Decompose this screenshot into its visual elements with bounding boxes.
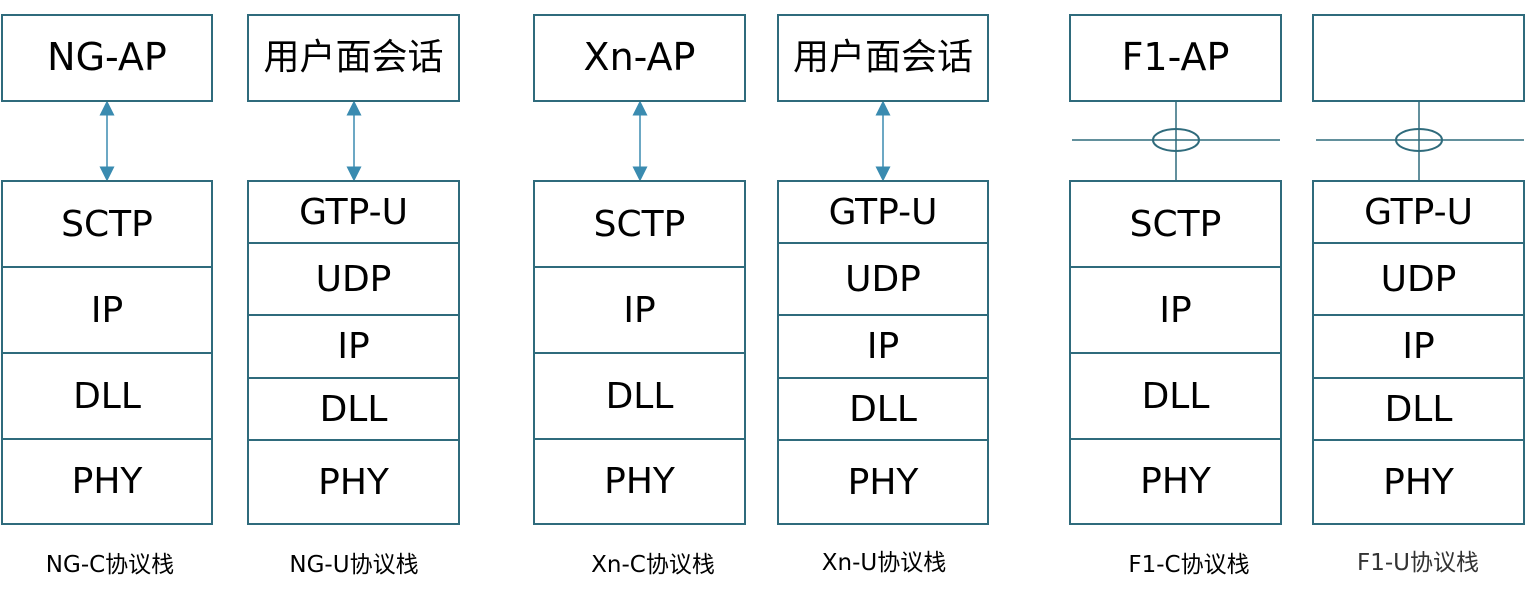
ng-u-layer-gtpu: GTP-U xyxy=(249,182,458,244)
xn-c-layer-sctp: SCTP xyxy=(535,182,744,268)
ng-u-layer-dll: DLL xyxy=(249,379,458,441)
ng-c-top-label: NG-AP xyxy=(47,35,167,80)
xn-c-layer-ip: IP xyxy=(535,268,744,354)
f1-c-layer-dll: DLL xyxy=(1071,354,1280,440)
ng-u-stack: GTP-U UDP IP DLL PHY xyxy=(247,180,460,525)
f1-c-sap-ellipse xyxy=(1152,128,1200,152)
f1-u-stack: GTP-U UDP IP DLL PHY xyxy=(1312,180,1525,525)
f1-u-layer-dll: DLL xyxy=(1314,379,1523,441)
xn-u-layer-udp: UDP xyxy=(779,244,987,316)
ng-c-caption: NG-C协议栈 xyxy=(45,552,175,578)
xn-c-layer-phy: PHY xyxy=(604,461,675,502)
f1-c-layer-ip: IP xyxy=(1071,268,1280,354)
ng-c-stack: SCTP IP DLL PHY xyxy=(1,180,213,525)
xn-u-stack: GTP-U UDP IP DLL PHY xyxy=(777,180,989,525)
f1-c-top-box: F1-AP xyxy=(1069,14,1282,102)
f1-u-layer-gtpu: GTP-U xyxy=(1314,182,1523,244)
f1-u-top-box xyxy=(1312,14,1525,102)
f1-c-caption: F1-C协议栈 xyxy=(1128,552,1250,578)
xn-c-caption: Xn-C协议栈 xyxy=(591,552,715,578)
xn-u-layer-phy: PHY xyxy=(847,461,919,503)
f1-u-layer-udp: UDP xyxy=(1314,244,1523,316)
f1-u-caption: F1-U协议栈 xyxy=(1357,550,1479,576)
ng-c-layer-ip: IP xyxy=(3,268,211,354)
ng-u-layer-udp: UDP xyxy=(249,244,458,316)
f1-c-stack: SCTP IP DLL PHY xyxy=(1069,180,1282,525)
ng-c-layer-sctp: SCTP xyxy=(3,182,211,268)
xn-c-stack: SCTP IP DLL PHY xyxy=(533,180,746,525)
xn-u-caption: Xn-U协议栈 xyxy=(821,550,947,576)
xn-c-top-box: Xn-AP xyxy=(533,14,746,102)
xn-u-layer-dll: DLL xyxy=(779,379,987,441)
xn-u-layer-gtpu: GTP-U xyxy=(779,182,987,244)
ng-u-caption: NG-U协议栈 xyxy=(289,552,419,578)
xn-u-layer-ip: IP xyxy=(779,316,987,379)
f1-u-layer-ip: IP xyxy=(1314,316,1523,379)
xn-c-layer-dll: DLL xyxy=(535,354,744,440)
f1-c-top-label: F1-AP xyxy=(1121,35,1230,80)
ng-u-layer-ip: IP xyxy=(249,316,458,379)
ng-u-top-box: 用户面会话 xyxy=(247,14,460,102)
xn-u-top-label: 用户面会话 xyxy=(792,37,973,79)
f1-u-sap-ellipse xyxy=(1395,128,1443,152)
f1-c-layer-sctp: SCTP xyxy=(1071,182,1280,268)
xn-u-top-box: 用户面会话 xyxy=(777,14,989,102)
f1-c-layer-phy: PHY xyxy=(1140,461,1211,502)
xn-c-top-label: Xn-AP xyxy=(583,35,696,80)
ng-c-layer-dll: DLL xyxy=(3,354,211,440)
ng-u-layer-phy: PHY xyxy=(318,461,389,503)
ng-c-top-box: NG-AP xyxy=(1,14,213,102)
ng-u-top-label: 用户面会话 xyxy=(263,37,444,79)
f1-u-layer-phy: PHY xyxy=(1383,461,1454,503)
ng-c-layer-phy: PHY xyxy=(71,461,143,502)
